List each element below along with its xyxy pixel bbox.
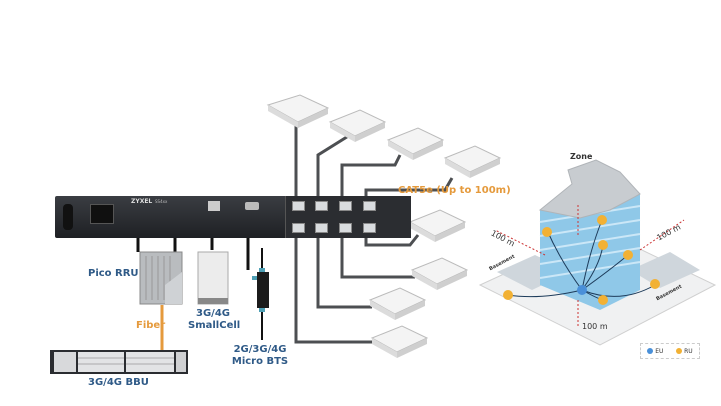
bbu-label: 3G/4G BBU <box>88 377 149 388</box>
chassis-model: SS4xx <box>155 199 168 204</box>
access-point-7 <box>368 287 427 320</box>
smallcell-label-line1: 3G/4G <box>196 308 230 319</box>
cable-ap4 <box>364 177 454 196</box>
access-point-6 <box>410 257 469 290</box>
access-point-1 <box>266 94 330 128</box>
access-point-5 <box>408 209 467 242</box>
eu-dot-icon <box>647 348 654 354</box>
legend-label-ru: RU <box>684 347 693 355</box>
cable-ap7 <box>316 238 372 309</box>
smallcell-device <box>197 251 229 305</box>
rj45-port <box>315 223 328 233</box>
fiber-label: Fiber <box>136 320 166 331</box>
micro-bts-label-line1: 2G/3G/4G <box>233 344 287 355</box>
distribution-chassis: ZYXEL SS4xx <box>55 196 411 238</box>
cable-ap3 <box>340 154 402 196</box>
serial-port-icon <box>245 202 259 210</box>
legend-label-eu: EU <box>655 347 664 355</box>
access-point-2 <box>328 109 387 142</box>
rj45-port <box>292 223 305 233</box>
cable-ap6 <box>340 238 415 279</box>
smallcell-label-line2: SmallCell <box>188 320 241 331</box>
cable-ap2 <box>316 133 351 196</box>
access-points <box>266 94 502 358</box>
access-point-8 <box>370 325 429 358</box>
legend: EU RU <box>640 343 700 359</box>
ethernet-port-icon <box>208 201 220 211</box>
cable-label: CAT5e (Up to 100m) <box>398 185 511 196</box>
pico-rru-device <box>139 251 183 305</box>
patch-panel <box>285 196 411 238</box>
power-socket-icon <box>90 204 114 224</box>
building-illustration <box>478 159 717 346</box>
rj45-port <box>339 223 352 233</box>
cable-ap8 <box>294 238 372 344</box>
legend-item-ru: RU <box>676 347 693 355</box>
access-point-4 <box>443 145 502 178</box>
rj45-port <box>363 201 376 211</box>
rj45-port <box>292 201 305 211</box>
access-point-3 <box>386 127 445 160</box>
pico-rru-label: Pico RRU <box>88 268 139 279</box>
legend-item-eu: EU <box>647 348 663 355</box>
zone-label: Zone <box>570 152 593 161</box>
micro-bts-label-line2: Micro BTS <box>231 356 289 367</box>
rj45-port <box>315 201 328 211</box>
smallcell-label: 3G/4G SmallCell <box>188 308 241 332</box>
micro-bts-label: 2G/3G/4G Micro BTS <box>228 344 292 368</box>
chassis-brand: ZYXEL <box>131 198 153 205</box>
ru-dot-icon <box>676 348 683 354</box>
micro-bts-device <box>252 248 269 340</box>
distance-down-label: 100 m <box>582 322 608 331</box>
bbu-device <box>50 350 188 374</box>
rj45-port <box>363 223 376 233</box>
rj45-port <box>339 201 352 211</box>
cable-ap5 <box>364 234 420 247</box>
handle <box>63 204 73 230</box>
